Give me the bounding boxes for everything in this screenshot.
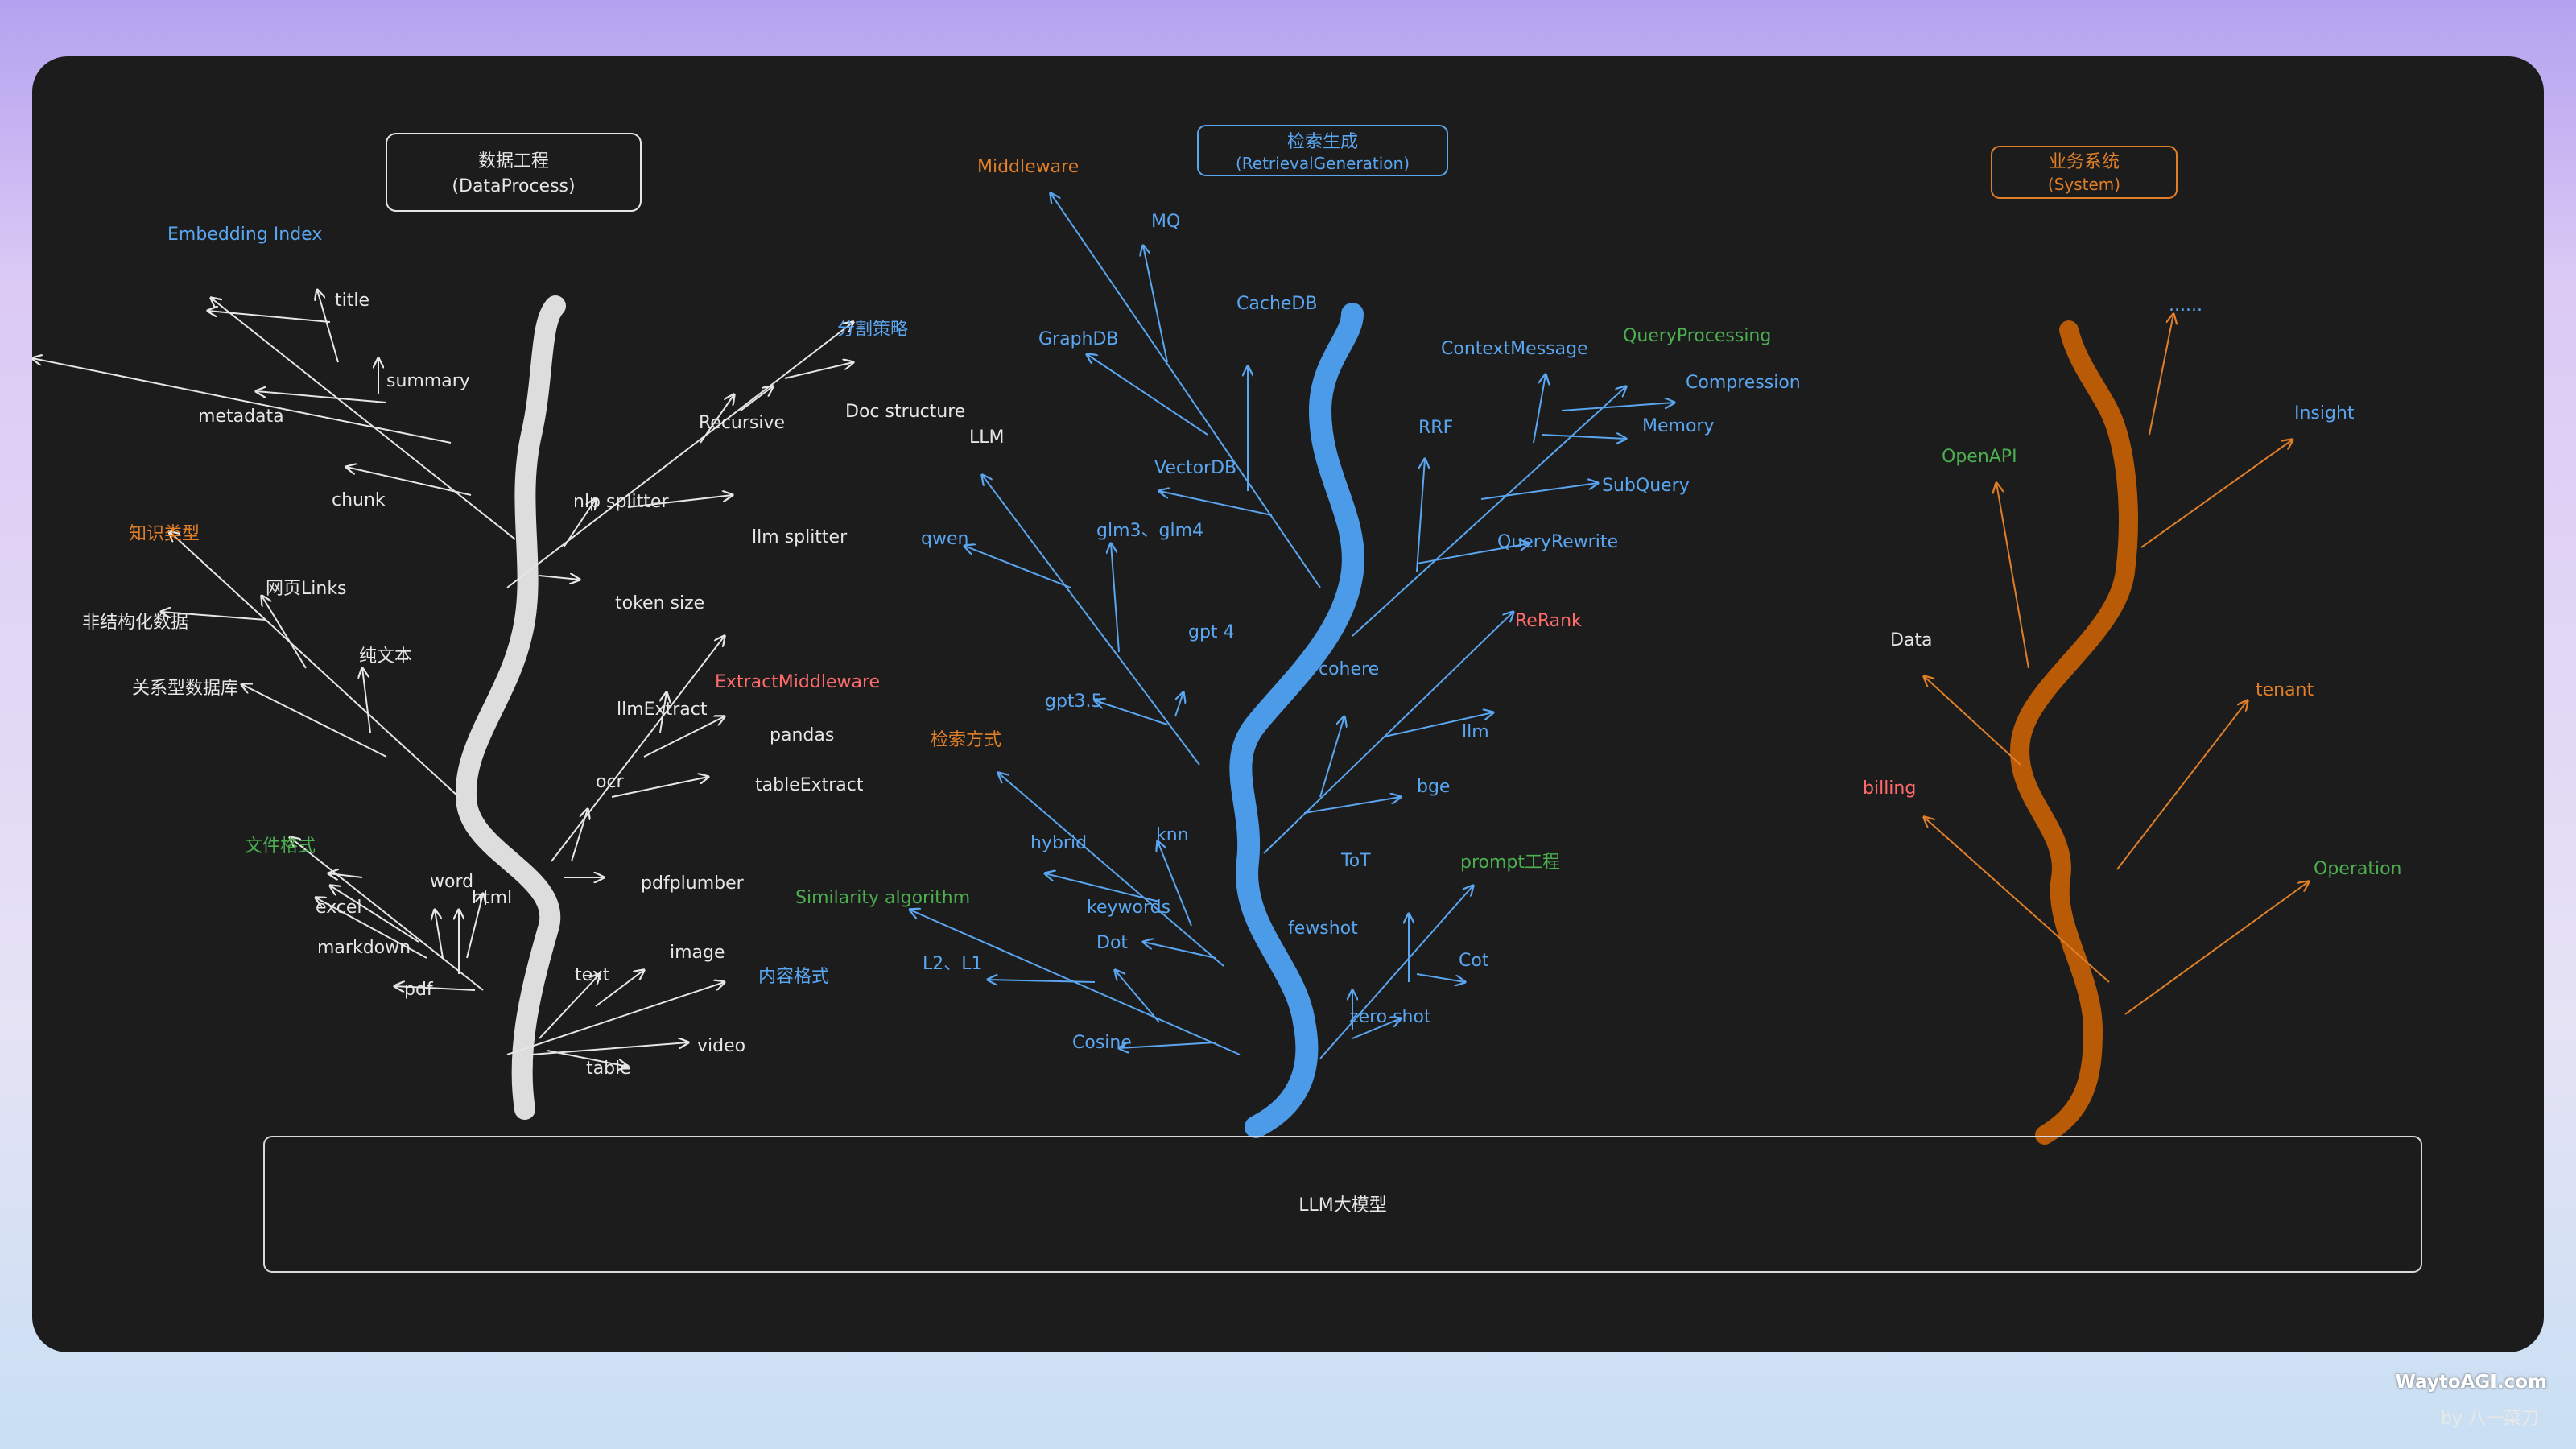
node-label-system: tenant [2256, 680, 2314, 700]
node-label-retrieval-generation: ToT [1340, 851, 1371, 871]
node-label-data-process: Doc structure [845, 402, 965, 422]
node-label-data-process: 知识类型 [129, 524, 200, 544]
node-label-retrieval-generation: gpt 4 [1188, 622, 1235, 642]
node-label-system: Operation [2314, 859, 2401, 879]
node-label-retrieval-generation: gpt3.5 [1045, 691, 1103, 712]
trunk-system [2010, 320, 2138, 1145]
base-foundation-box [263, 1136, 2422, 1273]
node-label-data-process: title [335, 291, 369, 311]
node-label-retrieval-generation: Middleware [977, 157, 1079, 177]
node-label-data-process: metadata [198, 407, 284, 427]
tree3-header-line1: 业务系统 [2049, 152, 2120, 172]
node-label-retrieval-generation: LLM [969, 427, 1005, 448]
node-label-system: ...... [2169, 295, 2202, 316]
node-label-data-process: pandas [770, 725, 834, 745]
tree1-header-line1: 数据工程 [478, 151, 549, 171]
node-label-data-process: ExtractMiddleware [715, 672, 880, 692]
node-label-data-process: 内容格式 [758, 967, 829, 987]
tree-system: 业务系统 (System) [1924, 146, 2309, 1145]
node-label-data-process: html [472, 888, 512, 908]
base-label: LLM大模型 [1298, 1195, 1387, 1216]
node-label-data-process: summary [386, 371, 470, 391]
tree2-header-line1: 检索生成 [1287, 132, 1358, 152]
node-label-retrieval-generation: SubQuery [1602, 476, 1690, 496]
node-label-retrieval-generation: knn [1156, 825, 1189, 845]
node-label-retrieval-generation: qwen [921, 529, 968, 549]
node-label-retrieval-generation: RRF [1418, 418, 1453, 438]
node-label-retrieval-generation: VectorDB [1154, 458, 1236, 478]
node-label-retrieval-generation: Cot [1459, 951, 1489, 971]
node-label-retrieval-generation: 检索方式 [931, 730, 1001, 750]
labels-layer: Embedding Index title summary metadata chunk… [82, 157, 2401, 1079]
node-label-retrieval-generation: Memory [1642, 416, 1714, 436]
node-label-retrieval-generation: zero shot [1349, 1007, 1431, 1027]
node-label-data-process: ocr [596, 772, 625, 792]
node-label-retrieval-generation: GraphDB [1038, 329, 1119, 349]
node-label-retrieval-generation: Similarity algorithm [795, 888, 970, 908]
node-label-system: OpenAPI [1942, 447, 2017, 467]
node-label-retrieval-generation: Cosine [1072, 1033, 1132, 1053]
canvas-panel: 数据工程 (DataProcess) [32, 56, 2544, 1352]
node-label-retrieval-generation: ReRank [1515, 611, 1582, 631]
node-label-retrieval-generation: QueryProcessing [1623, 326, 1771, 346]
node-label-retrieval-generation: hybrid [1030, 833, 1087, 853]
node-label-data-process: chunk [332, 490, 386, 510]
node-label-data-process: llm splitter [752, 527, 848, 547]
node-label-retrieval-generation: QueryRewrite [1497, 532, 1618, 552]
node-label-retrieval-generation: cohere [1319, 659, 1379, 679]
node-label-retrieval-generation: prompt工程 [1460, 852, 1560, 873]
node-label-retrieval-generation: bge [1417, 777, 1450, 797]
node-label-system: Data [1890, 630, 1933, 650]
node-label-data-process: excel [316, 898, 362, 918]
tree-retrieval-generation: 检索生成 (RetrievalGeneration) [910, 125, 1674, 1138]
node-label-data-process: tableExtract [755, 775, 864, 795]
node-label-data-process: word [430, 872, 473, 892]
node-label-data-process: 分割策略 [837, 320, 908, 340]
node-label-retrieval-generation: keywords [1087, 898, 1170, 918]
node-label-data-process: Recursive [699, 413, 785, 433]
node-label-data-process: table [586, 1059, 631, 1079]
watermark: WaytoAGI.com [2395, 1372, 2547, 1393]
diagram-svg: 数据工程 (DataProcess) [32, 125, 2422, 1273]
tree1-header-line2: (DataProcess) [452, 176, 575, 196]
node-label-retrieval-generation: MQ [1151, 212, 1180, 232]
node-label-retrieval-generation: Compression [1686, 373, 1801, 393]
node-label-retrieval-generation: fewshot [1288, 919, 1358, 939]
node-label-data-process: 网页Links [266, 579, 347, 599]
node-label-system: billing [1863, 778, 1916, 799]
node-label-data-process: nlp splitter [573, 492, 669, 512]
node-label-retrieval-generation: llm [1462, 722, 1489, 742]
tree3-header-line2: (System) [2048, 175, 2120, 194]
node-label-data-process: Embedding Index [167, 225, 322, 245]
node-label-retrieval-generation: ContextMessage [1441, 339, 1588, 359]
trunk-data-process [455, 295, 566, 1120]
node-label-data-process: markdown [317, 938, 411, 958]
trunk-retrieval-generation [1229, 303, 1364, 1138]
node-label-data-process: llmExtract [617, 700, 708, 720]
node-label-data-process: video [697, 1036, 745, 1056]
node-label-data-process: 关系型数据库 [132, 679, 238, 699]
node-label-system: Insight [2294, 403, 2355, 423]
tree-data-process: 数据工程 (DataProcess) [32, 133, 853, 1120]
node-label-retrieval-generation: glm3、glm4 [1096, 521, 1203, 541]
credit: by 八一菜刀 [2441, 1409, 2539, 1429]
node-label-retrieval-generation: CacheDB [1236, 294, 1317, 314]
node-label-retrieval-generation: Dot [1096, 933, 1128, 953]
node-label-data-process: token size [615, 593, 704, 613]
node-label-data-process: image [670, 943, 725, 963]
node-label-data-process: 非结构化数据 [82, 613, 188, 633]
node-label-data-process: 文件格式 [245, 836, 316, 857]
node-label-data-process: pdf [404, 980, 434, 1000]
tree2-header-line2: (RetrievalGeneration) [1236, 154, 1410, 173]
node-label-data-process: 纯文本 [359, 646, 412, 667]
node-label-data-process: pdfplumber [641, 873, 745, 894]
node-label-data-process: text [575, 965, 610, 985]
node-label-retrieval-generation: L2、L1 [923, 954, 983, 974]
